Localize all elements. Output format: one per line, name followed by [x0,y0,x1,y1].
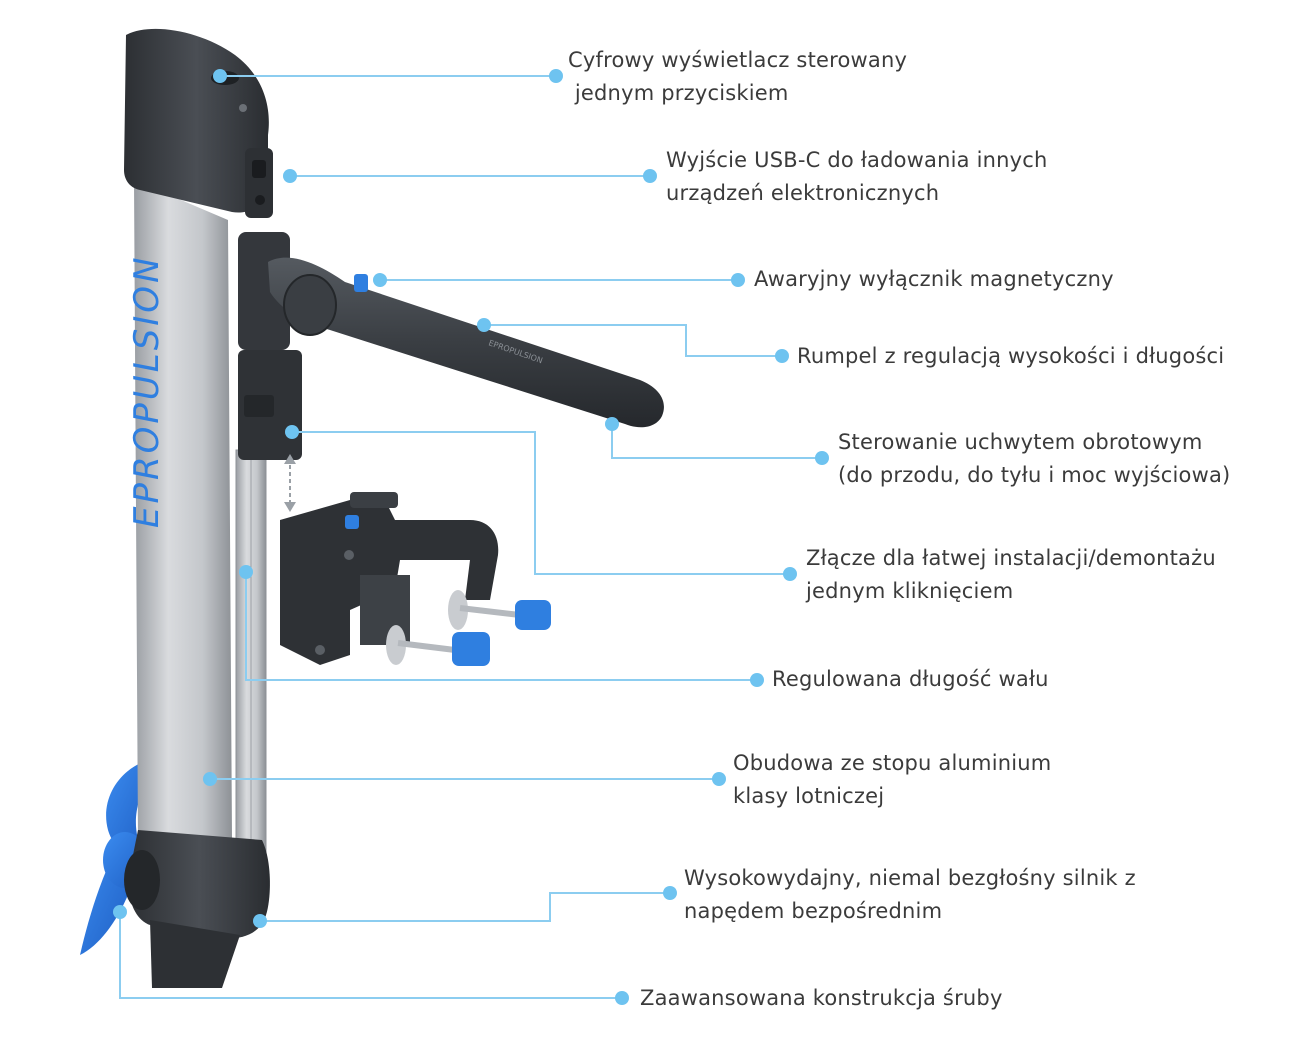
callout-twist-grip: Sterowanie uchwytem obrotowym (do przodu… [838,426,1230,492]
display-head [124,28,273,218]
callout-motor-line-2: napędem bezpośrednim [684,899,943,923]
callout-display-line-1: Cyfrowy wyświetlacz sterowany [568,48,908,72]
callout-shaft: Regulowana długość wału [772,663,1049,696]
leader-lines [119,75,822,999]
housing-brand-mark: EPROPULSION [127,254,167,528]
motor-pod [124,830,270,988]
callout-housing-line-2: klasy lotniczej [733,784,885,808]
tiller-arm: EPROPULSION [268,257,664,428]
shaft-housing [134,180,267,871]
callout-twist-grip-line-2: (do przodu, do tyłu i moc wyjściowa) [838,463,1231,487]
callout-connector: Złącze dla łatwej instalacji/demontażu j… [806,542,1216,608]
callout-motor: Wysokowydajny, niemal bezgłośny silnik z… [684,862,1136,928]
callout-propeller: Zaawansowana konstrukcja śruby [640,982,1003,1015]
callout-housing: Obudowa ze stopu aluminium klasy lotnicz… [733,747,1051,813]
callout-connector-line-2: jednym kliknięciem [806,579,1014,603]
leader-dots [113,69,829,1005]
callout-twist-grip-line-1: Sterowanie uchwytem obrotowym [838,430,1203,454]
callout-usb: Wyjście USB-C do ładowania innych urządz… [666,144,1048,210]
callout-housing-line-1: Obudowa ze stopu aluminium [733,751,1052,775]
clamp-bracket [280,492,551,666]
callout-kill-switch: Awaryjny wyłącznik magnetyczny [754,263,1114,296]
callout-shaft-line-1: Regulowana długość wału [772,667,1049,691]
callout-display: Cyfrowy wyświetlacz sterowany jednym prz… [568,44,907,110]
callout-usb-line-2: urządzeń elektronicznych [666,181,940,205]
callout-propeller-line-1: Zaawansowana konstrukcja śruby [640,986,1003,1010]
callout-usb-line-1: Wyjście USB-C do ładowania innych [666,148,1048,172]
attach-arrow [284,454,296,512]
callout-kill-switch-line-1: Awaryjny wyłącznik magnetyczny [754,267,1114,291]
callout-tiller-line-1: Rumpel z regulacją wysokości i długości [797,344,1225,368]
callout-display-line-2: jednym przyciskiem [568,81,789,105]
callout-motor-line-1: Wysokowydajny, niemal bezgłośny silnik z [684,866,1136,890]
callout-tiller: Rumpel z regulacją wysokości i długości [797,340,1224,373]
callout-connector-line-1: Złącze dla łatwej instalacji/demontażu [806,546,1216,570]
